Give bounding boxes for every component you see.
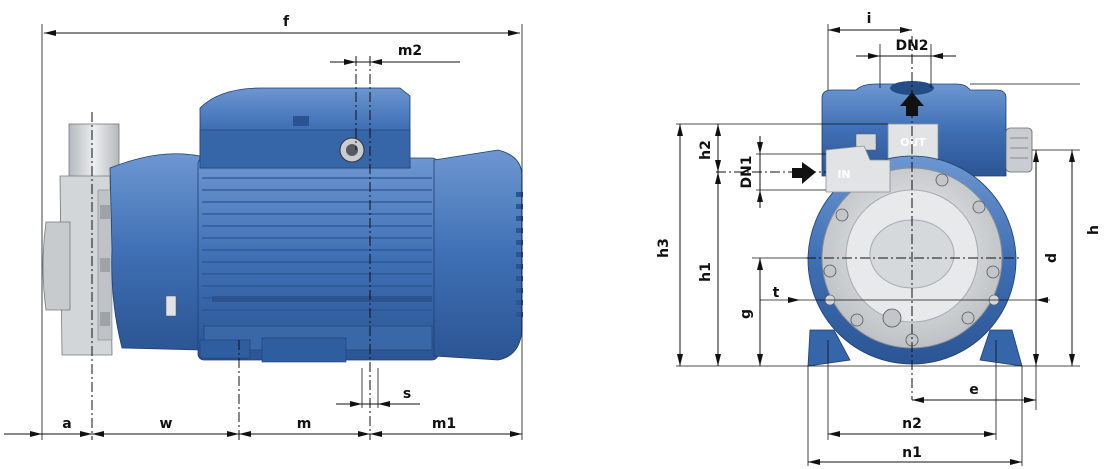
cover-bolts (823, 173, 1000, 347)
label-in: IN (837, 168, 850, 181)
label-n2: n2 (902, 416, 922, 432)
dimension-h: h (1069, 150, 1102, 366)
dimension-e: e (912, 382, 1036, 403)
dimension-d: d (1033, 150, 1060, 366)
dimension-i: i (828, 11, 912, 33)
dimension-dn2: DN2 (856, 38, 956, 59)
motor-foot-rear (199, 339, 251, 359)
label-h1: h1 (698, 262, 714, 282)
side-view: f m2 s a w m (4, 14, 523, 440)
label-dn2: DN2 (895, 38, 928, 54)
pump-bracket (109, 153, 201, 351)
front-foot-left (807, 329, 851, 367)
dimension-s: s (336, 386, 420, 407)
dimension-n1: n1 (808, 445, 1022, 465)
pump-casing (42, 123, 120, 356)
label-dn1: DN1 (739, 155, 755, 188)
label-e: e (969, 382, 979, 398)
dimension-n2: n2 (828, 416, 996, 437)
label-i: i (867, 11, 872, 27)
front-foot-right (979, 329, 1023, 367)
cable-gland (1005, 127, 1033, 173)
dimension-f: f (44, 14, 520, 36)
label-n1: n1 (902, 445, 922, 461)
label-out: OUT (900, 136, 926, 149)
label-d: d (1044, 253, 1060, 263)
dimension-t: t (773, 285, 1048, 303)
label-m: m (297, 416, 312, 432)
dimension-g: g (738, 257, 806, 366)
label-w: w (160, 416, 173, 432)
dimension-h2: h2 (698, 124, 721, 172)
dimension-dn1: DN1 (739, 136, 763, 208)
front-view: OUT IN (656, 11, 1102, 466)
dimension-h1: h1 (698, 172, 721, 366)
label-h3: h3 (656, 238, 672, 258)
label-g: g (738, 309, 754, 319)
fan-cover (433, 149, 523, 361)
label-m1: m1 (432, 416, 456, 432)
label-h2: h2 (698, 140, 714, 160)
motor-foot (261, 337, 347, 363)
dimension-m2: m2 (330, 43, 460, 65)
label-s: s (403, 386, 411, 402)
label-a: a (62, 416, 71, 432)
dimension-chain-bottom: a w m m1 (4, 416, 522, 437)
inlet-arrow-icon (792, 162, 816, 184)
label-m2: m2 (398, 43, 422, 59)
label-h: h (1086, 225, 1102, 235)
terminal-box (199, 87, 411, 169)
dimension-h3: h3 (656, 124, 683, 366)
inlet-port (825, 145, 891, 193)
label-t: t (773, 285, 780, 301)
label-f: f (283, 14, 290, 30)
motor-body (197, 157, 439, 361)
